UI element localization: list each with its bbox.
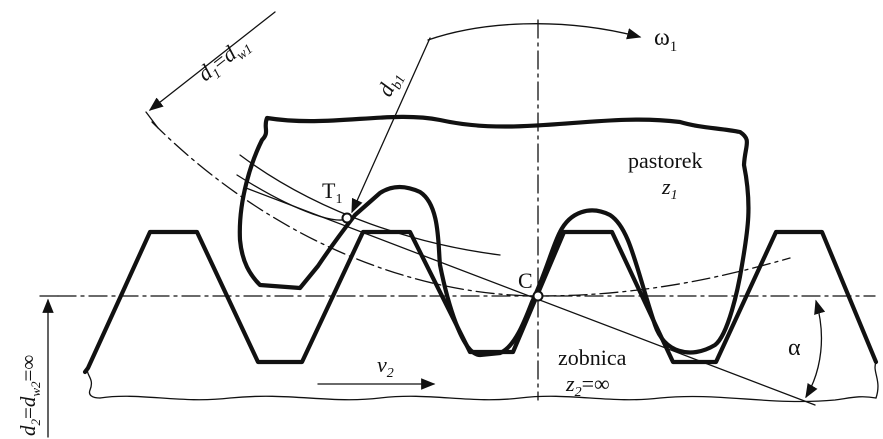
label-v2: v2	[377, 352, 394, 381]
d1-dimension-arrow	[148, 11, 276, 111]
d1-extension	[145, 111, 159, 129]
rack-bottom-break	[99, 395, 877, 403]
label-z1: z1	[661, 174, 678, 203]
pinion-body	[237, 114, 751, 358]
label-t1: T1	[322, 178, 342, 207]
rack-left-break	[86, 367, 101, 399]
label-omega1: ω1	[654, 25, 677, 55]
label-pastorek: pastorek	[628, 148, 703, 173]
rack-right-break	[874, 361, 879, 399]
pinion-base-circle	[239, 154, 501, 256]
label-d1-dw1: d1=dw1	[193, 31, 256, 89]
point-t1	[341, 212, 353, 224]
label-d2-dw2: d2=dw2=∞	[16, 355, 43, 436]
label-zobnica: zobnica	[558, 345, 627, 370]
label-c: C	[518, 268, 533, 293]
label-alpha: α	[788, 335, 801, 361]
point-c	[532, 290, 544, 302]
alpha-angle-arc	[805, 299, 826, 399]
label-z2: z2=∞	[565, 371, 610, 400]
omega-arrow	[427, 23, 642, 41]
db1-leader-arrow	[351, 37, 431, 214]
line-of-action	[245, 187, 816, 406]
rack-teeth	[82, 229, 879, 375]
pinion-pitch-circle	[151, 121, 791, 297]
